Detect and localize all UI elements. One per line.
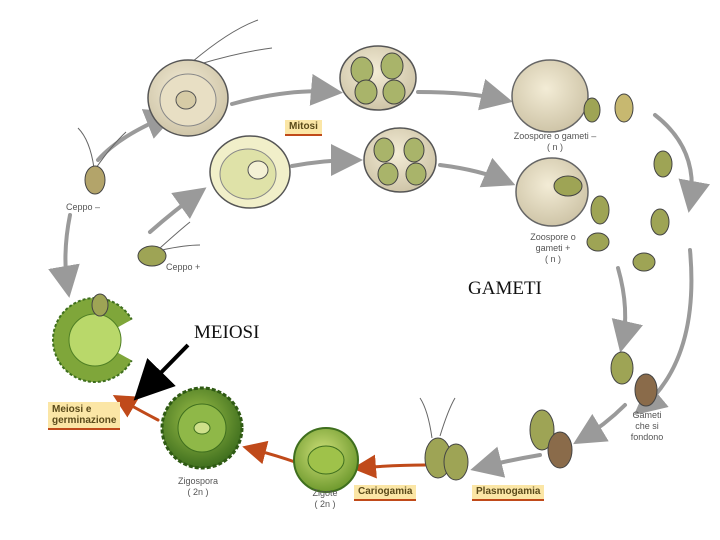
label-zigote-line1: Zigote [312,488,338,498]
gamete-ceppo-plus [137,221,201,267]
label-zoospore-plus-line3: ( n ) [544,254,561,264]
label-meiosi-line2: germinazione [52,415,117,426]
label-zoospore-minus-line2: ( n ) [546,142,563,152]
label-zoospore-plus-line1: Zoospore o [530,232,576,242]
label-meiosi-line1: Meiosi e [52,404,92,415]
label-ceppo-minus: Ceppo – [66,202,101,212]
zoospore-sporangium-middle [363,127,437,193]
label-plasmogamia: Plasmogamia [472,485,545,501]
label-zoospore-plus-line2: gameti + [535,243,571,253]
arrow-plasmo-to-zigote [352,454,427,479]
label-ceppo-plus: Ceppo + [166,262,201,272]
overlay-meiosi: MEIOSI [194,322,260,343]
label-mitosi: Mitosi [285,120,322,136]
label-zoospore-plus: Zoospore o gameti + ( n ) [518,232,588,265]
plasmogamy-gametes [419,397,469,481]
arrow-bottom-right [573,403,627,445]
zoospore-sporangium-top [339,45,417,111]
zygote [293,427,359,493]
label-zigote-line2: ( 2n ) [314,499,336,509]
label-gameti-fondono-line3: fondono [630,432,664,442]
arrow-right-down [611,266,643,353]
label-zigote: Zigote ( 2n ) [300,488,350,510]
process-arrows [112,394,427,479]
label-gameti-fondono-line1: Gameti [632,410,662,420]
label-zigospora: Zigospora ( 2n ) [168,476,228,498]
vegetative-cell-top [147,19,273,137]
arrow-left-down [48,213,80,298]
label-zigospora-line1: Zigospora [177,476,219,486]
gamete-ceppo-minus [77,127,127,195]
arrow-zigospora-to-meiosi [112,394,160,422]
arrow-mid-1 [290,144,363,177]
arrow-left-up [148,187,207,234]
label-gameti-fondono-line2: che si [635,421,659,431]
label-zoospore-minus: Zoospore o gameti – ( n ) [505,131,605,153]
arrow-mid-2 [438,157,516,188]
zoospore-plus-cell [515,157,670,272]
fusing-gametes-right [529,351,658,469]
germinating-zygospore [52,293,140,383]
arrow-top-1 [230,73,343,106]
overlay-gameti: GAMETI [468,278,542,299]
label-meiosi-germinazione: Meiosi e germinazione [48,402,121,430]
arrow-top-2 [416,79,513,111]
arrow-right-top [653,113,711,213]
label-zigospora-line2: ( 2n ) [187,487,209,497]
meiosi-black-arrow [133,343,190,401]
label-zoospore-minus-line1: Zoospore o gameti – [513,131,597,141]
arrow-bottom-mid [470,446,542,478]
label-cariogamia: Cariogamia [354,485,417,501]
label-gameti-fondono: Gameti che si fondono [622,410,672,443]
vegetative-cell-middle [209,135,291,209]
zoospore-minus-cell [511,59,673,178]
zygospore [160,386,244,470]
arrow-zigote-to-zigospora [242,440,297,465]
